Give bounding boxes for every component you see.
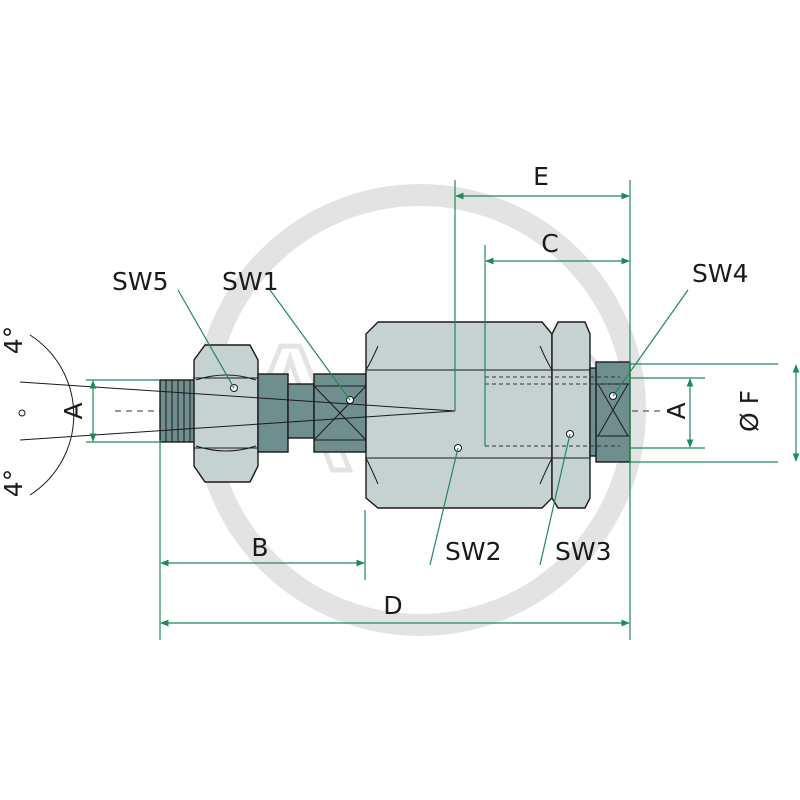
angle-arc: [29, 334, 75, 496]
label-angle-top: 4°: [0, 326, 28, 354]
label-sw4: SW4: [692, 259, 749, 288]
label-c: C: [541, 229, 558, 258]
label-b: B: [251, 533, 268, 562]
left-hex-nut: [193, 344, 259, 483]
label-sw5: SW5: [112, 267, 169, 296]
label-d: D: [383, 591, 402, 620]
label-sw2: SW2: [445, 537, 502, 566]
label-sw1: SW1: [222, 267, 279, 296]
label-sw3: SW3: [555, 537, 612, 566]
label-a-left: A: [59, 402, 88, 419]
left-thread-texture: [165, 380, 191, 442]
label-angle-bottom: 4°: [0, 469, 28, 497]
label-e: E: [533, 162, 549, 191]
shaft: [287, 383, 315, 439]
main-body: [365, 321, 553, 509]
label-a-right: A: [662, 402, 691, 419]
left-collar: [257, 373, 289, 453]
label-f: Ø F: [735, 390, 764, 432]
right-hex-nut: [551, 321, 591, 509]
